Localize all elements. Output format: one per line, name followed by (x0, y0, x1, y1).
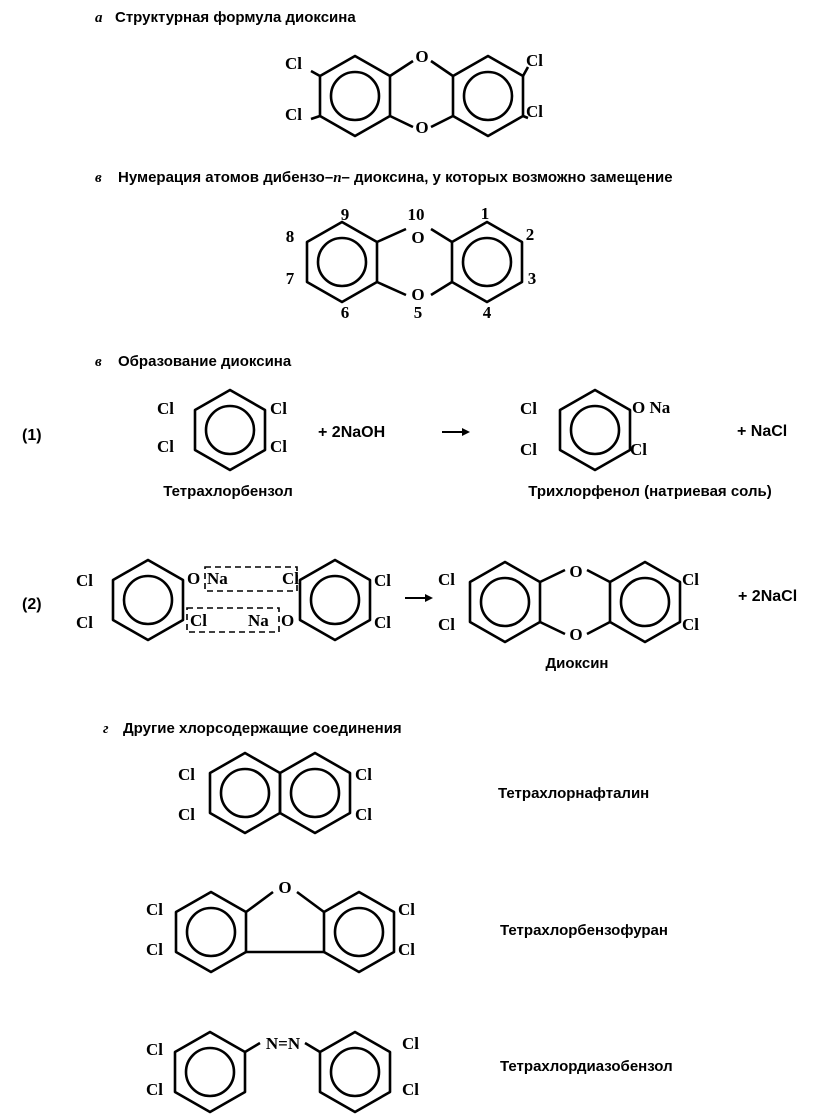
tetrachlorobenzofuran: O Cl Cl Cl Cl (146, 878, 415, 974)
oxygen-bridge (389, 59, 454, 129)
chlorine-label: Cl (402, 1080, 419, 1099)
benzene-ring-icon (278, 751, 352, 835)
section-b-letter: в (95, 170, 102, 186)
chlorine-label: Cl (178, 765, 195, 784)
position-10: 10 (408, 205, 425, 224)
chlorine-label: Cl (526, 102, 543, 121)
section-d-title: Другие хлорсодержащие соединения (123, 720, 402, 737)
chlorine-label: Cl (374, 571, 391, 590)
oxygen-label: O (411, 285, 424, 304)
position-4: 4 (483, 303, 492, 322)
reaction-1-index: (1) (22, 427, 42, 444)
chlorine-label: Cl (398, 940, 415, 959)
benzene-ring-icon (193, 388, 267, 472)
chlorine-label: Cl (355, 805, 372, 824)
trichlorophenol-name: Трихлорфенол (натриевая соль) (528, 483, 771, 500)
section-c-title: Образование диоксина (118, 353, 292, 370)
chlorine-label: Cl (270, 399, 287, 418)
chlorine-label: Cl (157, 437, 174, 456)
chlorine-label: Cl (374, 613, 391, 632)
oxygen-label: O (415, 118, 428, 137)
position-3: 3 (528, 269, 537, 288)
tetrachlorobenzene-name: Тетрахлорбензол (163, 483, 292, 500)
reaction-2-index: (2) (22, 596, 42, 613)
section-d-letter: г (103, 721, 109, 737)
benzene-ring-icon (111, 558, 185, 642)
benzene-ring-icon (558, 388, 632, 472)
tetrachlorobenzene: Cl Cl Cl Cl (157, 388, 287, 472)
oxygen-label: O (187, 569, 200, 588)
benzene-ring-icon (298, 558, 372, 642)
position-9: 9 (341, 205, 350, 224)
chlorine-label: Cl (682, 615, 699, 634)
chlorine-label: Cl (285, 54, 302, 73)
section-c-letter: в (95, 354, 102, 370)
elimination-box (186, 607, 280, 633)
trichlorophenol: Cl Cl Cl O Na (520, 388, 671, 472)
dioxin-name: Диоксин (545, 655, 608, 672)
chlorine-label: Cl (76, 571, 93, 590)
reaction-arrow-icon (442, 428, 470, 436)
position-5: 5 (414, 303, 423, 322)
chlorine-label: Cl (178, 805, 195, 824)
tetrachlorodiazobenzene-name: Тетрахлордиазобензол (500, 1058, 673, 1075)
sodium-label: Na (207, 569, 228, 588)
oxygen-label: O (281, 611, 294, 630)
chlorine-label: Cl (146, 1040, 163, 1059)
elimination-box (204, 566, 298, 592)
chlorine-label: Cl (438, 615, 455, 634)
azo-bridge-label: N=N (266, 1034, 301, 1053)
sodium-label: Na (248, 611, 269, 630)
oxygen-label: O (569, 625, 582, 644)
dioxin-structure: O O Cl Cl Cl Cl (285, 47, 543, 138)
position-8: 8 (286, 227, 295, 246)
chlorine-label: Cl (190, 611, 207, 630)
chlorine-label: Cl (520, 440, 537, 459)
oxygen-label: O (569, 562, 582, 581)
chlorine-label: Cl (402, 1034, 419, 1053)
oxygen-label: O (415, 47, 428, 66)
sodium-phenolate-label: O Na (632, 398, 671, 417)
chlorine-label: Cl (146, 940, 163, 959)
chlorine-label: Cl (157, 399, 174, 418)
oxygen-label: O (278, 878, 291, 897)
numbering-structure: O O 1 2 3 4 5 6 7 8 9 10 (286, 204, 537, 322)
section-b-title: Нумерация атомов дибензо–п– диоксина, у … (118, 169, 673, 186)
tetrachloronaphthalene: Cl Cl Cl Cl (178, 751, 372, 835)
chlorine-label: Cl (146, 1080, 163, 1099)
chlorine-label: Cl (282, 569, 299, 588)
phenolate-left: Cl Cl O Na Cl (76, 558, 228, 642)
chlorine-label: Cl (526, 51, 543, 70)
tetrachloronaphthalene-name: Тетрахлорнафталин (498, 785, 649, 802)
chlorine-label: Cl (270, 437, 287, 456)
position-7: 7 (286, 269, 295, 288)
oxygen-label: O (411, 228, 424, 247)
reaction-arrow-icon (405, 594, 433, 602)
chlorine-label: Cl (630, 440, 647, 459)
chlorine-label: Cl (398, 900, 415, 919)
position-6: 6 (341, 303, 350, 322)
chlorine-label: Cl (682, 570, 699, 589)
section-a-letter: а (95, 10, 103, 26)
chlorine-label: Cl (76, 613, 93, 632)
chlorine-label: Cl (438, 570, 455, 589)
chlorine-label: Cl (520, 399, 537, 418)
chlorine-label: Cl (355, 765, 372, 784)
tetrachlorobenzofuran-name: Тетрахлорбензофуран (500, 922, 668, 939)
position-1: 1 (481, 204, 490, 223)
section-a-title: Структурная формула диоксина (115, 9, 356, 26)
tetrachlorodiazobenzene: N=N Cl Cl Cl Cl (146, 1030, 419, 1114)
byproduct-nacl: + NaCl (737, 423, 787, 440)
dioxin-product: O O Cl Cl Cl Cl (438, 560, 699, 644)
position-2: 2 (526, 225, 535, 244)
chlorine-label: Cl (285, 105, 302, 124)
byproduct-2nacl: + 2NaCl (738, 588, 797, 605)
chlorine-label: Cl (146, 900, 163, 919)
reagent-naoh: + 2NaOH (318, 424, 385, 441)
phenolate-right: Cl Na O Cl Cl (248, 558, 391, 642)
